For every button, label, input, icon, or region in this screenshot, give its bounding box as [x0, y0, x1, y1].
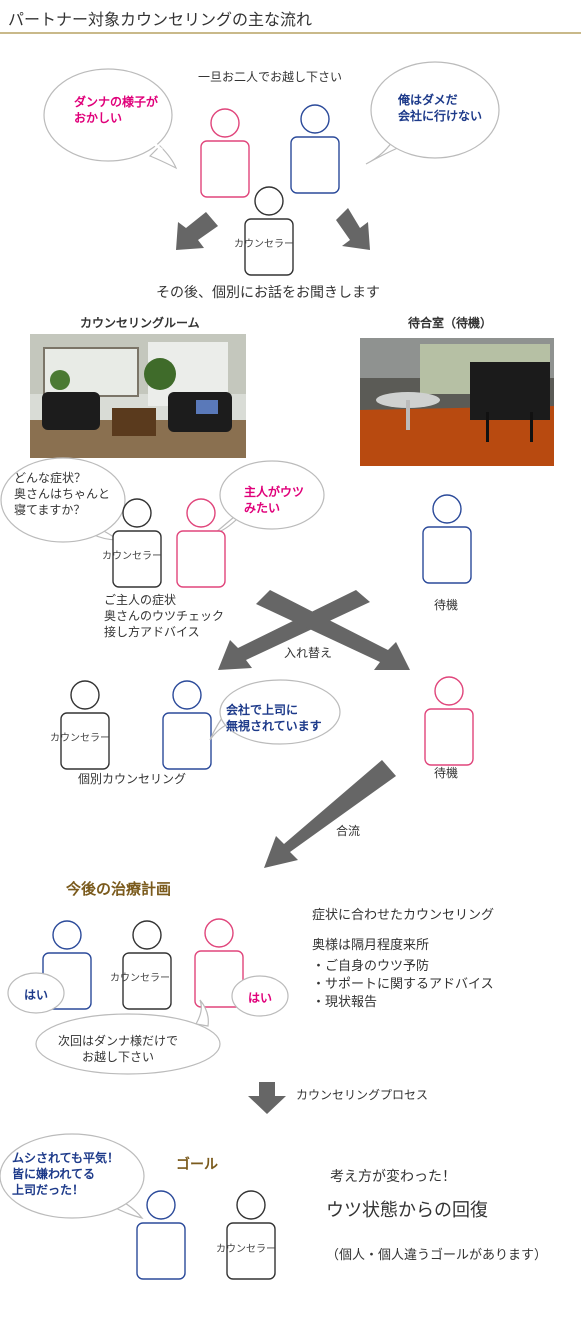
speech-bubble	[35, 999, 221, 1075]
husband-speech: 俺はダメだ 会社に行けない	[398, 93, 483, 123]
title-divider	[0, 32, 581, 34]
person-icon	[176, 498, 226, 588]
counselor-speech: どんな症状？ 奥さんはちゃんと 寝てますか？	[14, 471, 111, 517]
speech-bubble	[365, 61, 500, 165]
plan-line-1: 症状に合わせたカウンセリング	[312, 908, 495, 923]
down-arrow-icon	[176, 212, 218, 250]
person-icon	[122, 920, 172, 1010]
counseling-room-photo	[30, 334, 246, 458]
goal-recovery: ウツ状態からの回復	[326, 1200, 488, 1221]
person-icon	[162, 680, 212, 770]
waiting-room-photo	[360, 338, 554, 466]
down-arrow-icon	[336, 208, 370, 250]
waiting-room-label: 待合室（待機）	[408, 316, 493, 330]
husband-speech: 会社で上司に 無視されています	[226, 703, 322, 733]
down-arrow-icon	[248, 1082, 286, 1114]
person-icon	[424, 676, 474, 766]
goal-heading: ゴール	[176, 1157, 218, 1173]
person-icon	[60, 680, 110, 770]
down-arrow-icon	[264, 760, 396, 868]
counselor-label: カウンセラー	[216, 1244, 276, 1255]
counselor-label: カウンセラー	[102, 551, 162, 562]
husband-speech: はい	[24, 988, 49, 1002]
speech-bubble	[209, 679, 341, 745]
person-icon	[422, 494, 472, 584]
session-topics: ご主人の症状 奥さんのウツチェック 接し方アドバイス	[104, 593, 225, 639]
goal-note: （個人・個人違うゴールがあります）	[326, 1248, 548, 1263]
wife-speech: はい	[248, 991, 273, 1005]
speech-bubble	[0, 1133, 145, 1220]
wife-speech: ダンナの様子が おかしい	[74, 95, 159, 125]
process-label: カウンセリングプロセス	[296, 1088, 429, 1102]
counselor-label: カウンセラー	[110, 973, 170, 984]
counselor-label: カウンセラー	[50, 733, 110, 744]
wife-speech: 主人がウツ みたい	[244, 485, 305, 515]
merge-label: 合流	[336, 824, 361, 838]
speech-bubble	[43, 68, 178, 170]
counseling-room-label: カウンセリングルーム	[80, 316, 200, 330]
waiting-label: 待機	[434, 766, 459, 780]
plan-line-2: 奥様は隔月程度来所	[312, 938, 430, 953]
step1-after: その後、個別にお話をお聞きします	[156, 285, 380, 301]
waiting-label: 待機	[434, 598, 459, 612]
person-icon	[200, 108, 250, 198]
page-title: パートナー対象カウンセリングの主な流れ	[8, 10, 313, 29]
counselor-label: カウンセラー	[234, 239, 294, 250]
person-icon	[136, 1190, 186, 1280]
husband-speech: ムシされても平気！ 皆に嫌われてる 上司だった！	[12, 1151, 120, 1197]
speech-bubble	[0, 457, 126, 543]
speech-bubble	[7, 972, 289, 1017]
person-icon	[226, 1190, 276, 1280]
person-icon	[244, 186, 294, 276]
step1-heading: 一旦お二人でお越し下さい	[198, 70, 343, 84]
swap-label: 入れ替え	[284, 646, 333, 660]
plan-bullets: ・ご自身のウツ予防 ・サポートに関するアドバイス ・現状報告	[312, 959, 494, 1010]
counselor-speech: 次回はダンナ様だけで お越し下さい	[58, 1034, 179, 1064]
individual-counseling-caption: 個別カウンセリング	[78, 772, 187, 786]
person-icon	[290, 104, 340, 194]
goal-changed: 考え方が変わった！	[330, 1169, 456, 1185]
plan-heading: 今後の治療計画	[66, 880, 172, 898]
cross-arrows-icon	[218, 590, 410, 670]
